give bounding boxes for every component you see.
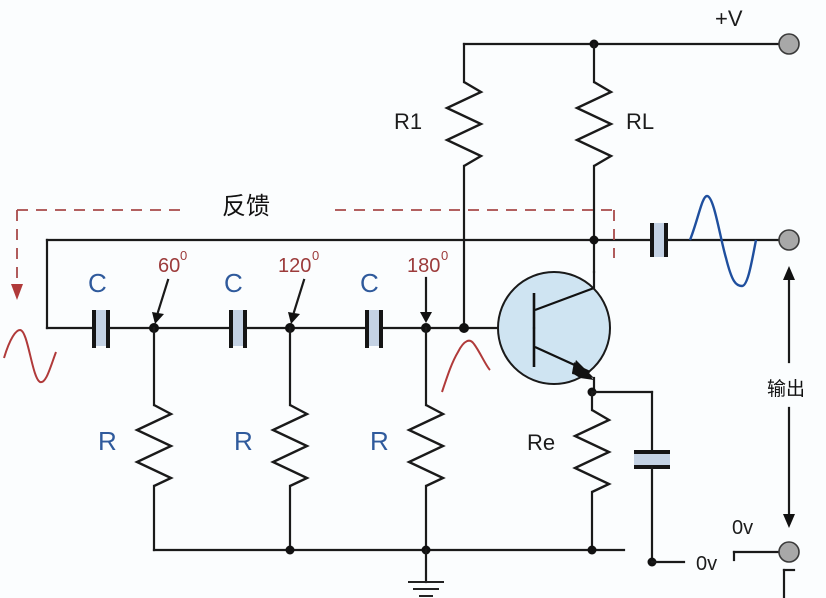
re-label: Re [527, 430, 555, 455]
phase-label-120: 120 [278, 255, 311, 277]
degree-sup-120: 0 [312, 248, 319, 263]
junction-dot [285, 545, 295, 555]
resistor-r1 [444, 80, 484, 168]
junction-dot [589, 235, 599, 245]
capacitor-1-fill [94, 310, 106, 346]
supply-label: +V [715, 6, 743, 31]
capacitor-3-label: C [360, 268, 379, 298]
resistor-3-label: R [370, 426, 389, 456]
transistor-collector [534, 286, 595, 312]
feedback-arrow-icon [11, 284, 23, 300]
capacitor-2-fill [231, 310, 243, 346]
resistor-r-3 [406, 403, 446, 488]
resistor-1-label: R [98, 426, 117, 456]
output-label: 输出 [767, 378, 805, 400]
output-wave [688, 194, 758, 288]
phase-arrow-60 [156, 278, 170, 314]
arrow-head-icon [152, 312, 164, 324]
output-terminal[interactable] [778, 229, 800, 251]
supply-terminal[interactable] [778, 33, 800, 55]
feedback-label: 反馈 [222, 192, 270, 220]
ground-label-right: 0v [732, 517, 753, 539]
r1-label: R1 [394, 109, 422, 134]
arrow-head-icon [288, 312, 300, 324]
base-wave [441, 339, 491, 393]
capacitor-2-label: C [224, 268, 243, 298]
arrow-down-icon [783, 514, 795, 528]
capacitor-1-label: C [88, 268, 107, 298]
rl-label: RL [626, 109, 654, 134]
input-wave [3, 328, 57, 384]
emitter-arrow-icon [572, 360, 594, 378]
transistor-npn [497, 271, 611, 385]
arrow-up-icon [783, 266, 795, 280]
bypass-capacitor-fill [634, 452, 670, 466]
junction-dot [587, 545, 597, 555]
resistor-re [572, 408, 612, 494]
phase-arrow-120 [292, 278, 306, 314]
ground-terminal[interactable] [778, 541, 800, 563]
resistor-2-label: R [234, 426, 253, 456]
capacitor-3-fill [367, 310, 379, 346]
degree-sup-60: 0 [180, 248, 187, 263]
phase-label-60: 60 [158, 255, 180, 277]
output-capacitor-fill [652, 223, 664, 257]
resistor-r-2 [270, 403, 310, 488]
phase-label-180: 180 [407, 255, 440, 277]
ground-label-left: 0v [696, 553, 717, 575]
arrow-head-icon [420, 312, 432, 323]
base-node [459, 323, 469, 333]
resistor-r-1 [134, 403, 174, 488]
resistor-rl [574, 80, 614, 168]
degree-sup-180: 0 [441, 248, 448, 263]
